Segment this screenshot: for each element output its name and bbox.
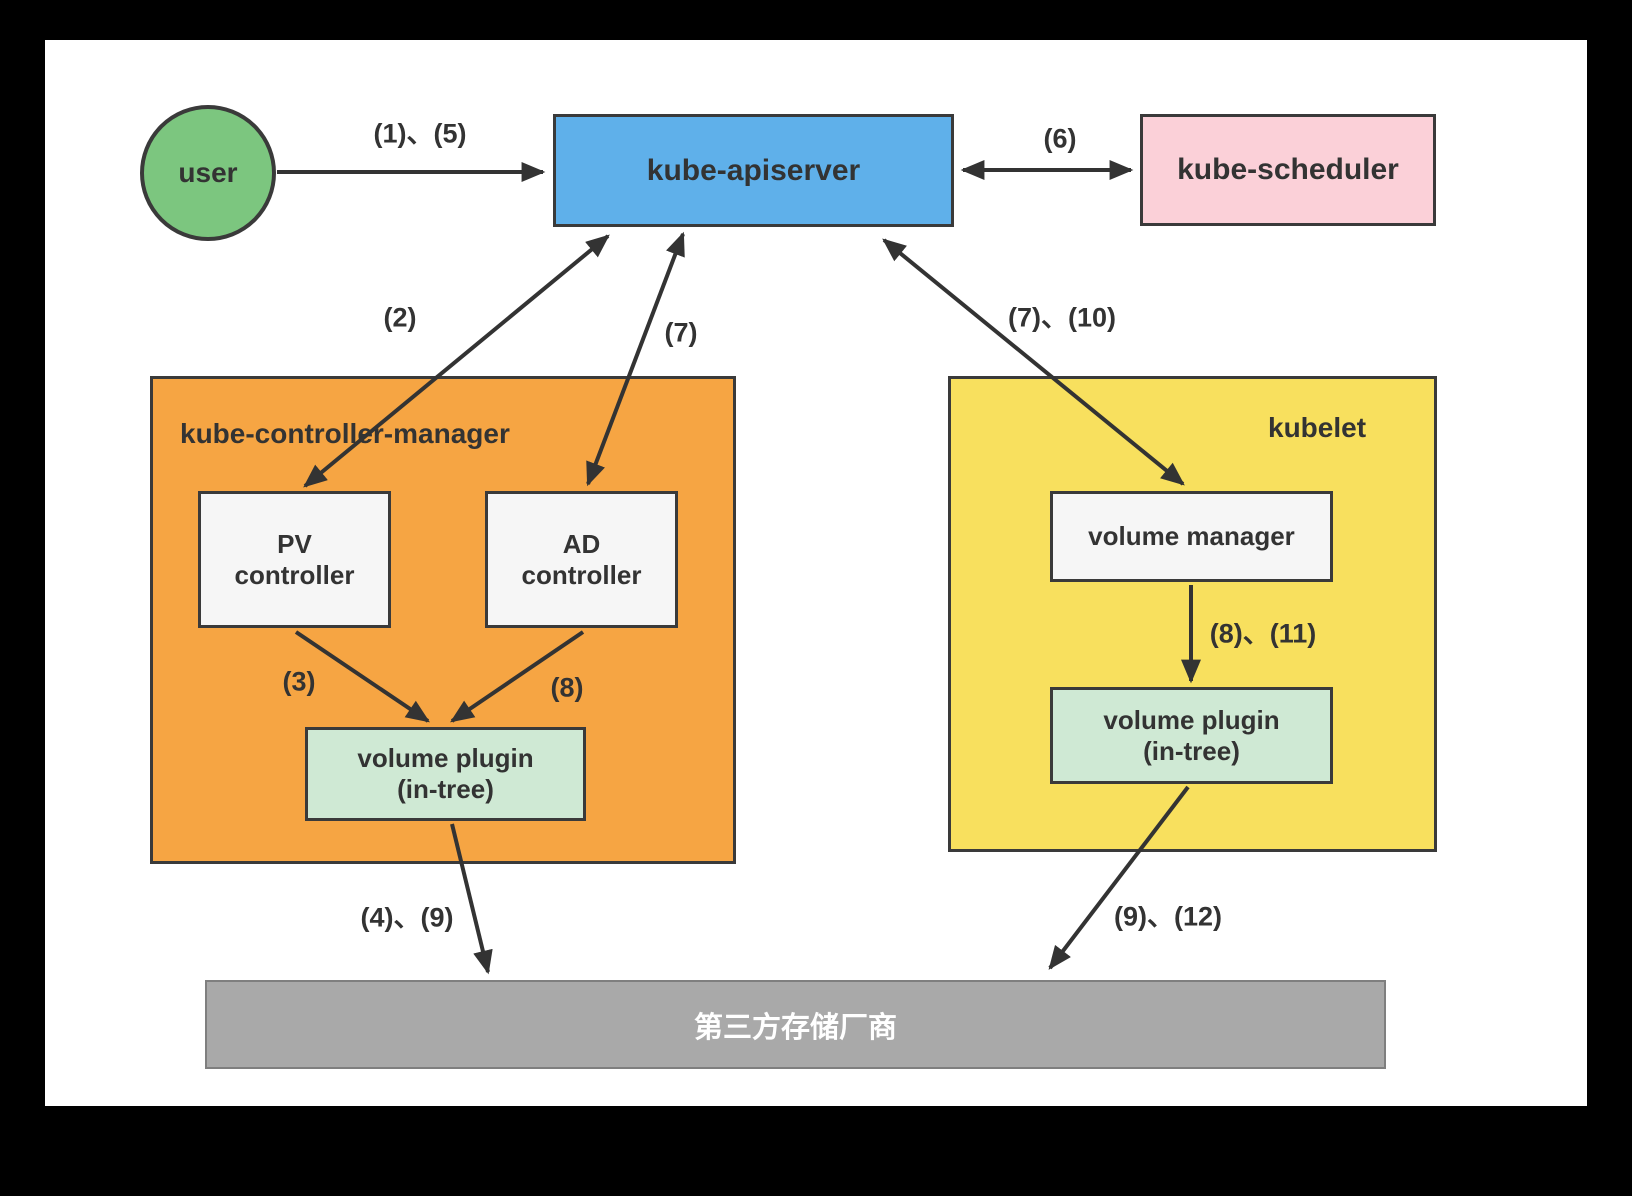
kube-apiserver-node: kube-apiserver	[553, 114, 954, 227]
kubelet-volume-plugin-node: volume plugin (in-tree)	[1050, 687, 1333, 784]
edge-label-apiserver-volume-manager: (7)、(10)	[1007, 302, 1117, 333]
ad-controller-label: AD controller	[521, 528, 642, 590]
edge-label-apiserver-pv: (2)	[383, 302, 417, 333]
kubelet-title: kubelet	[1268, 412, 1367, 443]
pv-controller-node: PV controller	[198, 491, 391, 628]
ad-controller-node: AD controller	[485, 491, 678, 628]
edge-label-ad-plugin: (8)	[550, 672, 584, 703]
edge-label-pv-plugin: (3)	[282, 666, 316, 697]
edge-label-cm-plugin-storage: (4)、(9)	[360, 902, 454, 933]
edge-label-vm-plugin: (8)、(11)	[1209, 618, 1317, 649]
edge-label-apiserver-ad: (7)	[664, 317, 698, 348]
pv-controller-label: PV controller	[234, 528, 355, 590]
kube-scheduler-label: kube-scheduler	[1177, 153, 1399, 186]
kube-apiserver-label: kube-apiserver	[646, 153, 861, 187]
cm-volume-plugin-label: volume plugin (in-tree)	[357, 743, 534, 804]
edge-label-user-apiserver: (1)、(5)	[373, 118, 467, 149]
edge-label-kubelet-plugin-storage: (9)、(12)	[1113, 901, 1223, 932]
kube-controller-manager-title: kube-controller-manager	[180, 418, 510, 449]
kube-scheduler-node: kube-scheduler	[1140, 114, 1436, 226]
volume-manager-label: volume manager	[1088, 521, 1295, 551]
edge-label-apiserver-scheduler: (6)	[1043, 123, 1077, 154]
third-party-storage-node: 第三方存储厂商	[205, 980, 1386, 1069]
user-label: user	[178, 157, 238, 188]
volume-manager-node: volume manager	[1050, 491, 1333, 582]
third-party-storage-label: 第三方存储厂商	[693, 1011, 897, 1044]
kubelet-volume-plugin-label: volume plugin (in-tree)	[1103, 704, 1280, 766]
user-node: user	[140, 105, 276, 241]
cm-volume-plugin-node: volume plugin (in-tree)	[305, 727, 586, 821]
